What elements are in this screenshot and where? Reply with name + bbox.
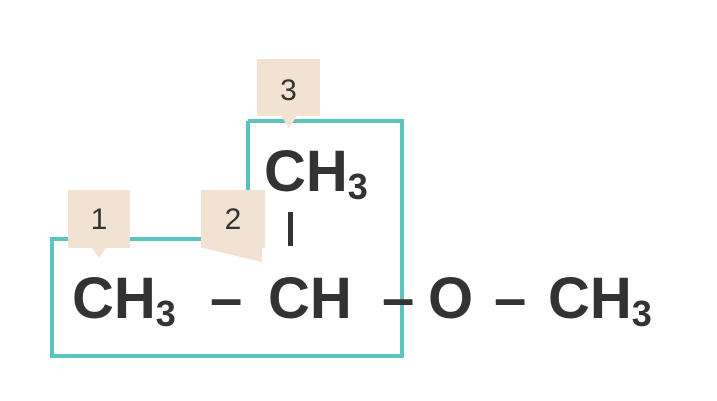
branch-subscript: 3 [347, 166, 368, 207]
bond-2: – [382, 266, 415, 331]
locant-1: 1 [90, 203, 108, 236]
c1-ch: CH [72, 266, 156, 331]
bond-1: – [210, 266, 243, 331]
tag-3 [257, 59, 320, 128]
c2-methine: CH [268, 266, 352, 331]
vertical-bond [288, 212, 293, 246]
tag-1 [68, 190, 130, 258]
oxygen-atom: O [428, 266, 474, 331]
tag-2 [201, 190, 265, 262]
branch-methyl: CH3 [264, 143, 368, 205]
terminal-ch: CH [548, 266, 632, 331]
terminal-subscript: 3 [631, 293, 652, 334]
branch-ch: CH [264, 139, 348, 204]
bond-3: – [494, 266, 527, 331]
c1-subscript: 3 [155, 293, 176, 334]
locant-3: 3 [280, 74, 297, 107]
terminal-methyl: CH3 [548, 270, 652, 332]
c1-methyl: CH3 [72, 270, 176, 332]
locant-2: 2 [224, 203, 242, 236]
